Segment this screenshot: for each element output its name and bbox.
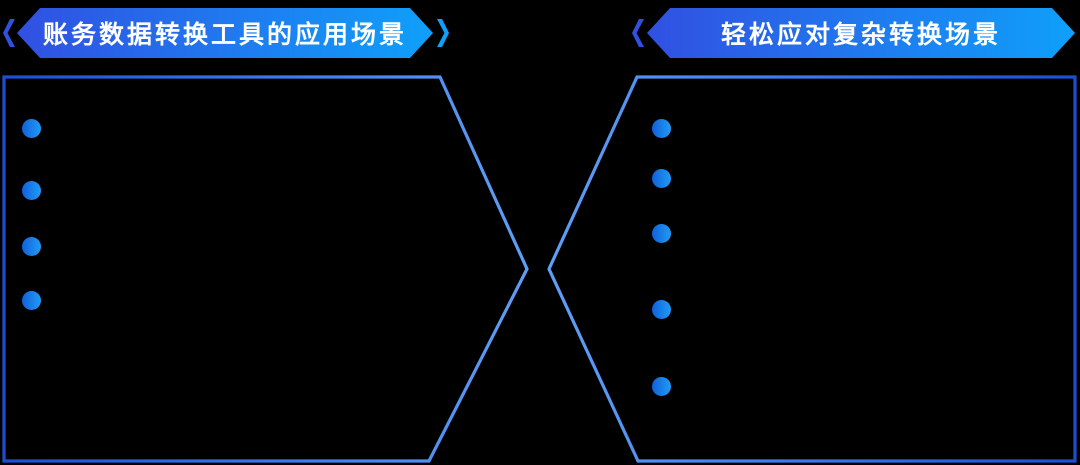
- list-item: [651, 299, 685, 319]
- list-item: [21, 236, 55, 256]
- bullet-dot-icon: [651, 168, 671, 188]
- list-item: [21, 290, 55, 310]
- list-item: [651, 223, 685, 243]
- bullet-dot-icon: [21, 290, 41, 310]
- chevron-left-icon: [3, 19, 15, 47]
- right-banner-ribbon: 轻松应对复杂转换场景: [647, 8, 1075, 58]
- left-banner-ribbon: 账务数据转换工具的应用场景: [17, 8, 433, 58]
- right-banner: 轻松应对复杂转换场景: [632, 8, 1080, 58]
- list-item: [21, 118, 55, 138]
- chevron-right-icon: [437, 19, 449, 47]
- chevron-left-icon: [632, 19, 644, 47]
- left-panel-outline: [2, 75, 529, 463]
- bullet-dot-icon: [651, 223, 671, 243]
- right-banner-title: 轻松应对复杂转换场景: [720, 21, 1001, 49]
- left-banner: 账务数据转换工具的应用场景: [3, 8, 449, 58]
- left-banner-title: 账务数据转换工具的应用场景: [42, 21, 407, 49]
- list-item: [651, 376, 685, 396]
- bullet-dot-icon: [651, 118, 671, 138]
- bullet-dot-icon: [21, 180, 41, 200]
- bullet-dot-icon: [651, 376, 671, 396]
- list-item: [21, 180, 55, 200]
- list-item: [651, 168, 685, 188]
- bullet-dot-icon: [651, 299, 671, 319]
- right-panel-outline: [547, 75, 1077, 463]
- list-item: [651, 118, 685, 138]
- bullet-dot-icon: [21, 118, 41, 138]
- bullet-dot-icon: [21, 236, 41, 256]
